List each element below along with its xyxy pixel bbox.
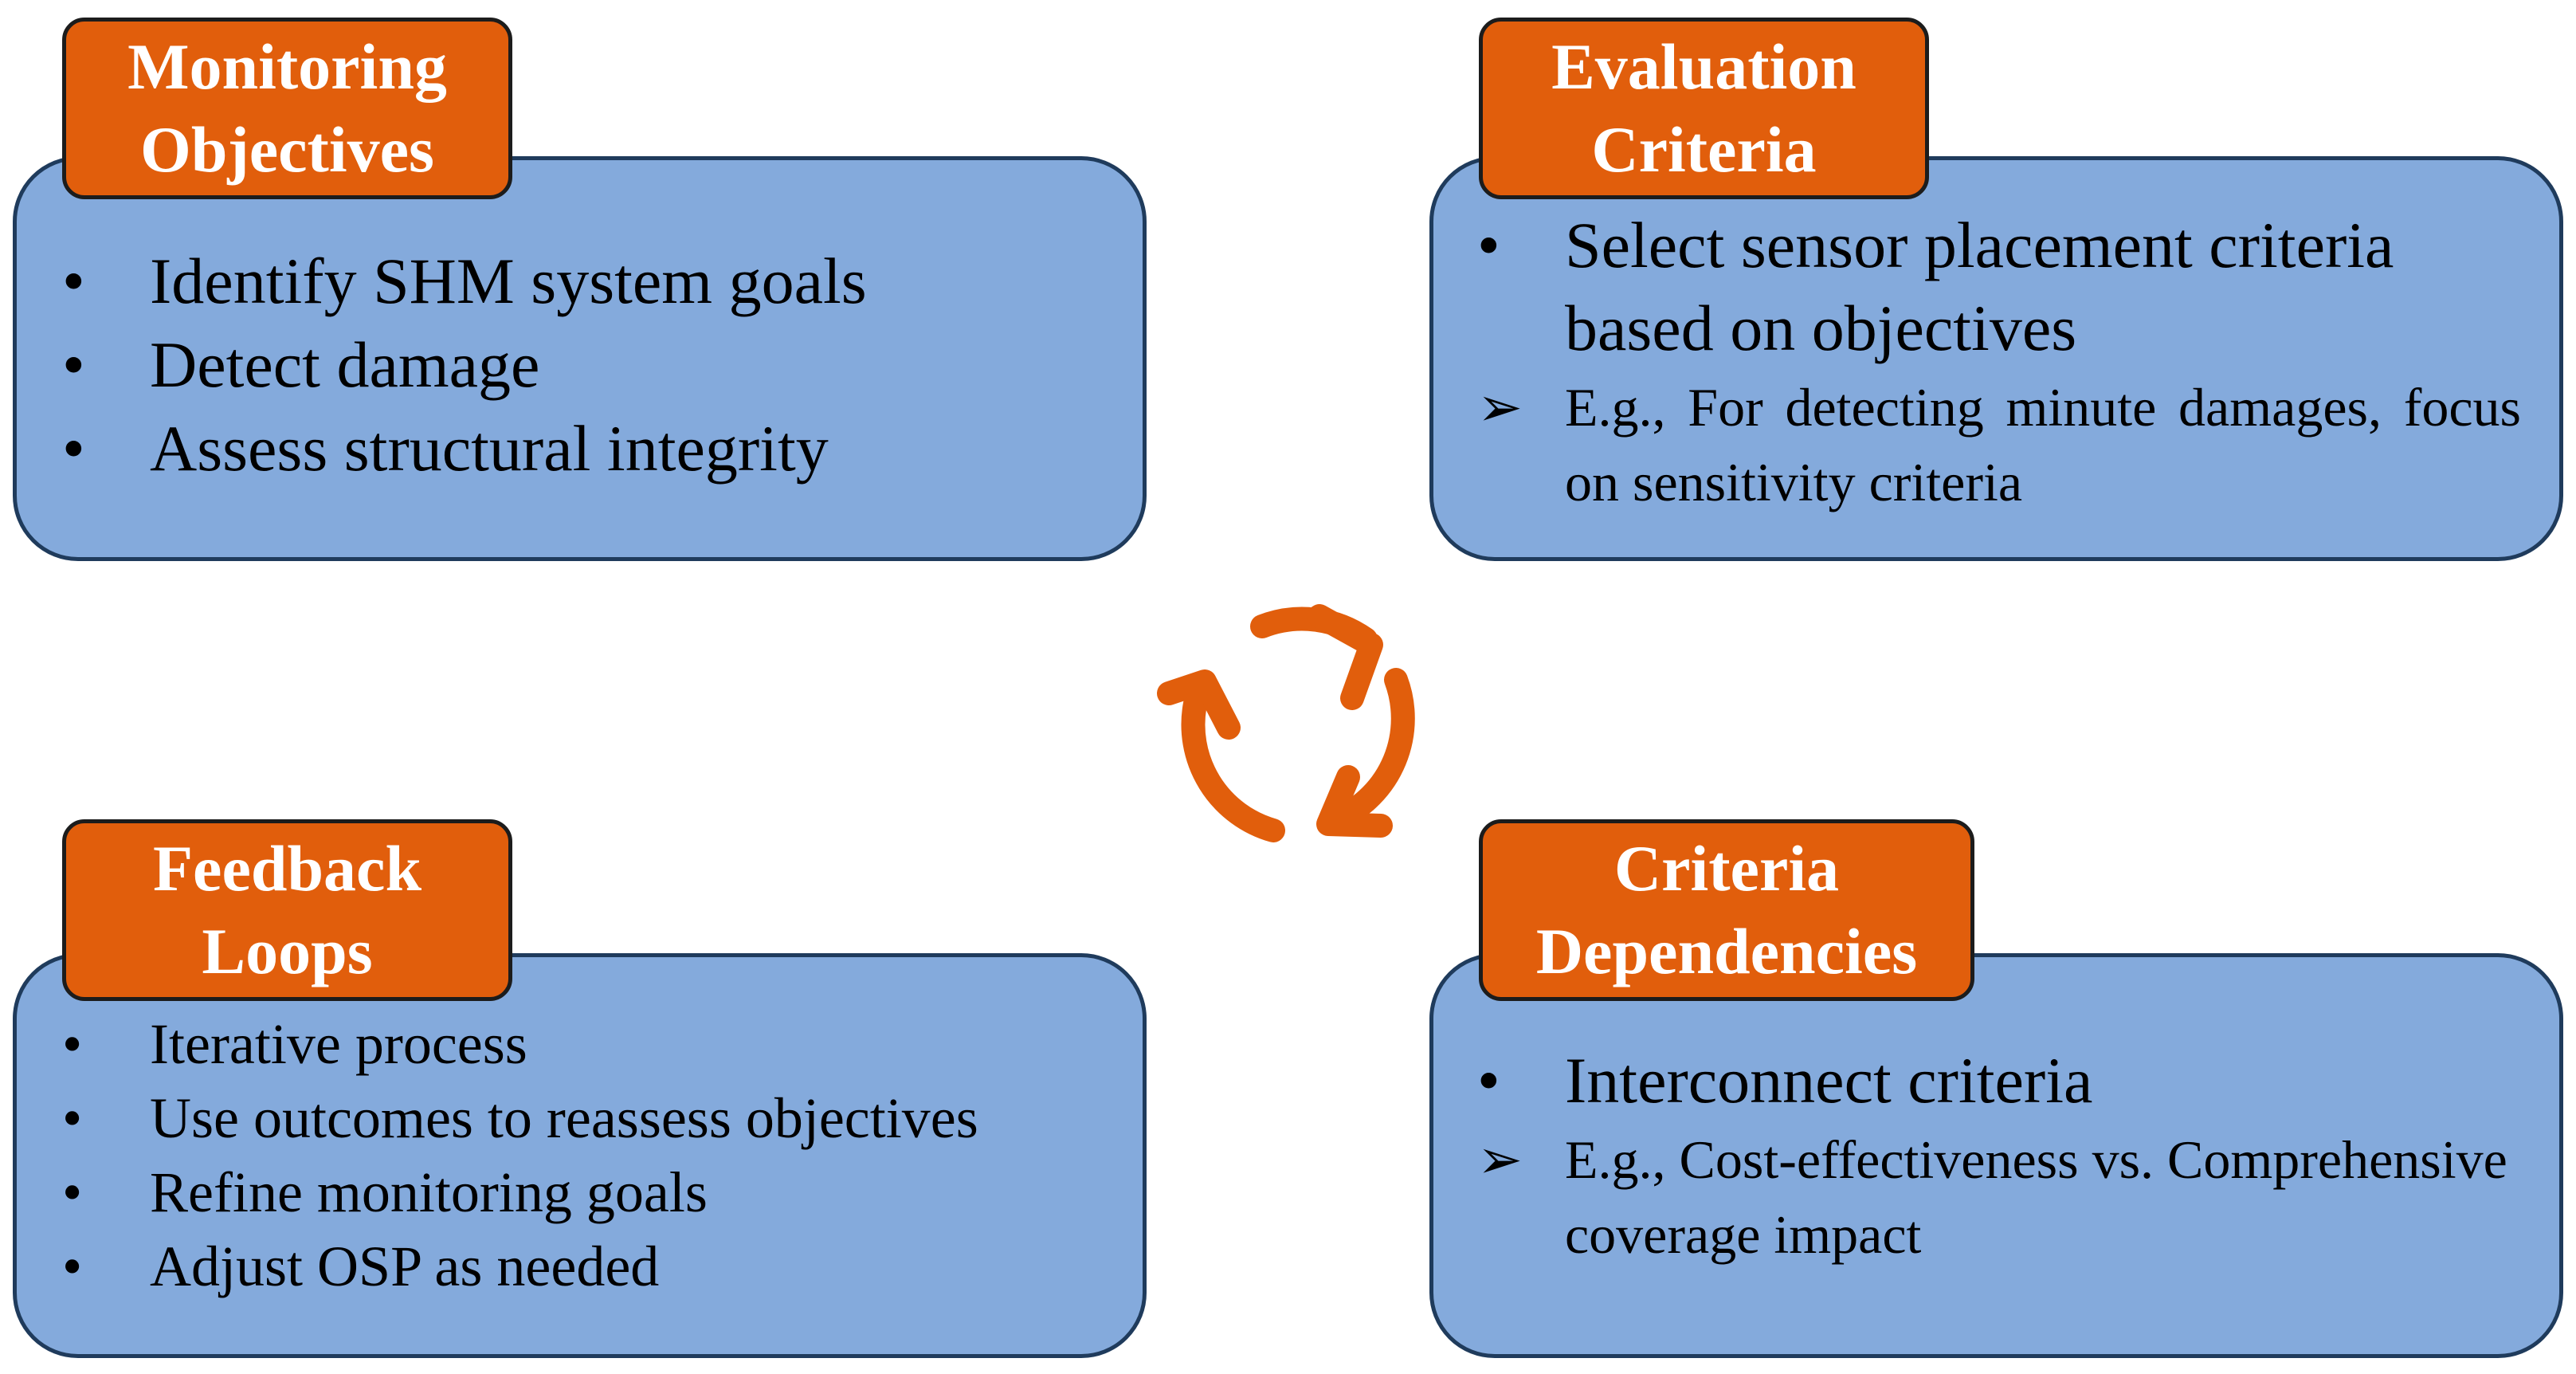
feedback-loops-list: • Iterative process • Use outcomes to reas…	[62, 1007, 1098, 1304]
criteria-dependencies-list: • Interconnect criteria ➢ E.g., Cost-effec…	[1477, 1039, 2521, 1272]
bullet-marker: •	[62, 1235, 83, 1298]
list-item: • Detect damage	[62, 323, 1098, 406]
title-line: Feedback	[152, 832, 422, 905]
list-item-text: Adjust OSP as needed	[150, 1235, 660, 1298]
bullet-marker: •	[62, 1086, 83, 1150]
list-item-text: Iterative process	[150, 1012, 527, 1076]
title-line: Objectives	[140, 113, 434, 186]
cycle-arc-right	[1327, 668, 1415, 830]
bullet-marker: •	[62, 412, 85, 485]
title-line: Criteria	[1613, 832, 1840, 905]
monitoring-objectives-title: Monitoring Objectives	[62, 18, 512, 199]
list-item: • Iterative process	[62, 1007, 1098, 1082]
list-item: ➢ E.g., For detecting minute damages, foc…	[1477, 370, 2521, 520]
bullet-marker: •	[1477, 1044, 1500, 1117]
bullet-marker: •	[62, 245, 85, 317]
list-item: • Select sensor placement criteria based …	[1477, 204, 2521, 370]
title-line: Evaluation	[1551, 30, 1857, 103]
cycle-arrowhead-right	[1316, 765, 1393, 838]
cycle-arc-left	[1181, 692, 1285, 842]
criteria-dependencies-title: Criteria Dependencies	[1479, 819, 1974, 1001]
list-item: • Adjust OSP as needed	[62, 1230, 1098, 1304]
list-item-text: Assess structural integrity	[150, 412, 829, 485]
list-item-text: Interconnect criteria	[1565, 1044, 2093, 1117]
list-item-text: E.g., Cost-effectiveness vs. Comprehensi…	[1565, 1129, 2507, 1265]
evaluation-criteria-title: Evaluation Criteria	[1479, 18, 1929, 199]
feedback-loops-title: Feedback Loops	[62, 819, 512, 1001]
circular-arrows-cycle-icon	[1157, 604, 1415, 842]
list-item: • Identify SHM system goals	[62, 239, 1098, 323]
list-item-text: Use outcomes to reassess objectives	[150, 1086, 978, 1150]
list-item: ➢ E.g., Cost-effectiveness vs. Comprehens…	[1477, 1122, 2521, 1272]
bullet-marker: •	[62, 1160, 83, 1224]
bullet-marker: •	[62, 1012, 83, 1076]
list-item-text: Detect damage	[150, 328, 540, 401]
evaluation-criteria-box	[1429, 156, 2563, 561]
list-item-text: E.g., For detecting minute damages, focu…	[1565, 377, 2521, 512]
title-line: Criteria	[1591, 113, 1817, 186]
list-item: • Assess structural integrity	[62, 406, 1098, 490]
bullet-marker: •	[62, 328, 85, 401]
list-item: • Refine monitoring goals	[62, 1156, 1098, 1230]
title-line: Loops	[202, 915, 373, 987]
title-line: Monitoring	[127, 30, 447, 103]
evaluation-criteria-list: • Select sensor placement criteria based …	[1477, 204, 2521, 520]
feedback-loops-box	[13, 953, 1147, 1358]
bullet-marker: •	[1477, 209, 1500, 281]
cycle-arrowhead-left	[1157, 669, 1241, 740]
arrow-bullet-icon: ➢	[1477, 1129, 1523, 1190]
list-item: • Interconnect criteria	[1477, 1039, 2521, 1122]
monitoring-objectives-box	[13, 156, 1147, 561]
list-item-text: Identify SHM system goals	[150, 245, 867, 317]
list-item: • Use outcomes to reassess objectives	[62, 1082, 1098, 1156]
list-item-text: Select sensor placement criteria based o…	[1565, 209, 2394, 364]
title-line: Dependencies	[1535, 915, 1918, 987]
arrow-bullet-icon: ➢	[1477, 377, 1523, 438]
list-item-text: Refine monitoring goals	[150, 1160, 708, 1224]
criteria-dependencies-box	[1429, 953, 2563, 1358]
monitoring-objectives-list: • Identify SHM system goals • Detect damag…	[62, 239, 1098, 490]
cycle-arrowhead-top	[1308, 604, 1383, 710]
